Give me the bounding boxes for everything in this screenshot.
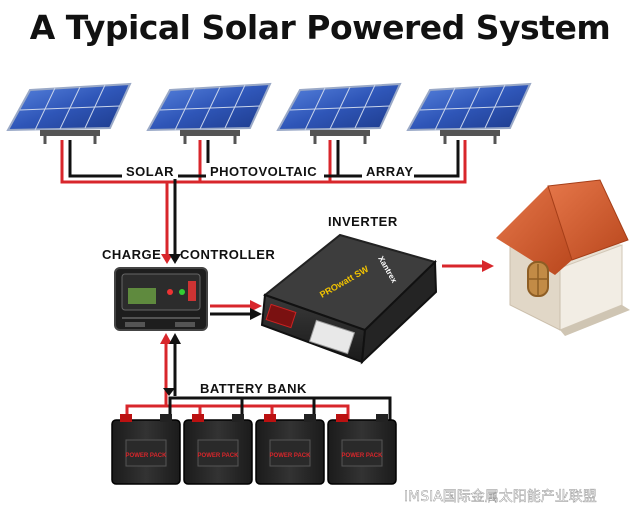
- page-title: A Typical Solar Powered System: [29, 8, 611, 47]
- label-solar: SOLAR: [126, 164, 174, 179]
- label-inverter: INVERTER: [328, 214, 398, 229]
- house-icon: [496, 179, 630, 336]
- battery-4: POWER PACK: [327, 414, 397, 485]
- watermark-text: IMSIA国际金属太阳能产业联盟: [404, 489, 597, 505]
- label-controller: CONTROLLER: [180, 247, 275, 262]
- array-wiring: [60, 140, 467, 264]
- battery-1: POWER PACK: [111, 414, 181, 485]
- controller-battery-arrows: [160, 333, 181, 396]
- solar-panel-4: [406, 82, 532, 144]
- label-array: ARRAY: [366, 164, 414, 179]
- label-charge: CHARGE: [102, 247, 161, 262]
- battery-brand: POWER PACK: [270, 453, 312, 459]
- controller-to-inverter-arrow: [210, 300, 262, 320]
- battery-wiring: [125, 396, 392, 420]
- solar-panel-1: [6, 82, 132, 144]
- battery-2: POWER PACK: [183, 414, 253, 485]
- battery-brand: POWER PACK: [198, 453, 240, 459]
- charge-controller: [114, 267, 208, 331]
- solar-panel-2: [146, 82, 272, 144]
- inverter-to-house-arrow: [442, 260, 494, 272]
- inverter: PROwatt SW Xantrex: [260, 233, 438, 365]
- label-battery-bank: BATTERY BANK: [200, 381, 307, 396]
- wechat-icon: [384, 488, 400, 504]
- watermark: IMSIA国际金属太阳能产业联盟: [384, 488, 597, 505]
- battery-brand: POWER PACK: [342, 453, 384, 459]
- solar-panel-3: [276, 82, 402, 144]
- label-photovoltaic: PHOTOVOLTAIC: [210, 164, 317, 179]
- battery-brand: POWER PACK: [126, 453, 168, 459]
- battery-3: POWER PACK: [255, 414, 325, 485]
